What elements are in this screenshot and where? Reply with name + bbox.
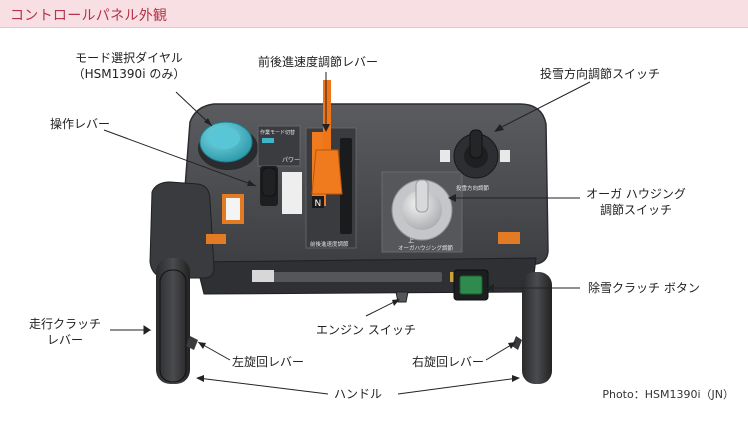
arrow-engine: [392, 299, 400, 306]
left-turn-lever: [186, 336, 198, 350]
n-mark-box: [312, 196, 324, 208]
arrow-operation-lever: [247, 180, 256, 186]
chute-icon-left: [440, 150, 450, 162]
operation-lever: [261, 167, 277, 197]
arrow-travel-clutch: [110, 325, 152, 335]
callout-auger-switch: オーガ ハウジング 調節スイッチ: [576, 186, 696, 218]
operation-sticker: [282, 172, 302, 214]
arrow-right-turn-head: [508, 342, 516, 349]
callout-mode-dial-line2: （HSM1390i のみ）: [72, 67, 186, 81]
arrow-left-turn-head: [198, 342, 206, 349]
speed-label-text: 前後進速度調節: [310, 240, 349, 248]
left-handle-grip: [159, 269, 187, 383]
speed-gate-slot: [340, 138, 352, 234]
mode-label-plate: [257, 125, 301, 167]
front-strip-label: [252, 270, 274, 282]
mode-dial-top: [208, 127, 240, 149]
arrow-speed-lever: [322, 124, 330, 132]
arrow-handle-right-head: [512, 375, 520, 382]
auger-switch-stick: [415, 179, 429, 213]
callout-left-turn: 左旋回レバー: [232, 355, 305, 369]
arrow-handle-right: [397, 377, 519, 395]
page-header: コントロールパネル外観: [0, 0, 748, 28]
arrow-handle-left-head: [196, 375, 204, 382]
callout-handle: ハンドル: [334, 387, 383, 401]
arrow-mode-dial: [204, 118, 212, 126]
operation-label-white: [226, 198, 240, 220]
arrow-clutch: [486, 284, 494, 292]
callout-mode-dial-line1: モード選択ダイヤル: [75, 51, 183, 65]
arrow-handle-left: [197, 377, 329, 395]
speed-lever-knob: [311, 149, 343, 195]
front-strip-detail: [262, 272, 442, 282]
line-engine: [365, 299, 399, 317]
callout-lines: [103, 72, 591, 317]
right-turn-lever: [512, 336, 522, 350]
line-chute: [495, 81, 591, 131]
line-operation-lever: [103, 129, 257, 187]
callout-auger-switch-line2: 調節スイッチ: [599, 203, 672, 217]
auger-label-text: オーガハウジング調節: [398, 244, 454, 252]
power-label-text: パワー: [282, 157, 300, 164]
right-handle: [522, 272, 552, 384]
up-mark: 上: [408, 237, 414, 245]
page-title: コントロールパネル外観: [10, 8, 168, 24]
left-handle: [156, 258, 190, 384]
callout-engine-switch: エンジン スイッチ: [316, 323, 416, 337]
callout-clutch-button: 除雪クラッチ ボタン: [588, 281, 700, 295]
callout-travel-clutch-line1: 走行クラッチ: [28, 317, 101, 331]
chute-label-text: 投雪方向調節: [456, 184, 490, 192]
callout-chute-switch: 投雪方向調節スイッチ: [540, 67, 661, 81]
mode-label-text: 作業モード切替: [260, 129, 295, 136]
callout-travel-clutch-line2: レバー: [46, 333, 83, 347]
callout-arrows: [110, 118, 520, 395]
callout-operation-lever: 操作レバー: [50, 117, 111, 131]
n-mark: N: [315, 199, 322, 209]
callout-travel-clutch: 走行クラッチ レバー: [20, 316, 110, 348]
chute-switch-stick: [469, 129, 483, 159]
callout-right-turn: 右旋回レバー: [412, 355, 485, 369]
photo-caption: Photo：HSM1390i（JN）: [602, 388, 734, 401]
chute-icon-right: [500, 150, 510, 162]
callout-speed-lever: 前後進速度調節レバー: [258, 55, 379, 69]
arrow-chute: [494, 124, 504, 132]
clutch-warning-label: [498, 232, 520, 244]
callout-auger-switch-line1: オーガ ハウジング: [586, 187, 686, 201]
left-warning-label: [206, 234, 226, 244]
arrow-auger: [448, 194, 456, 202]
callout-mode-dial: モード選択ダイヤル （HSM1390i のみ）: [58, 50, 200, 82]
clutch-button: [459, 275, 483, 295]
mode-indicator: [262, 138, 274, 143]
